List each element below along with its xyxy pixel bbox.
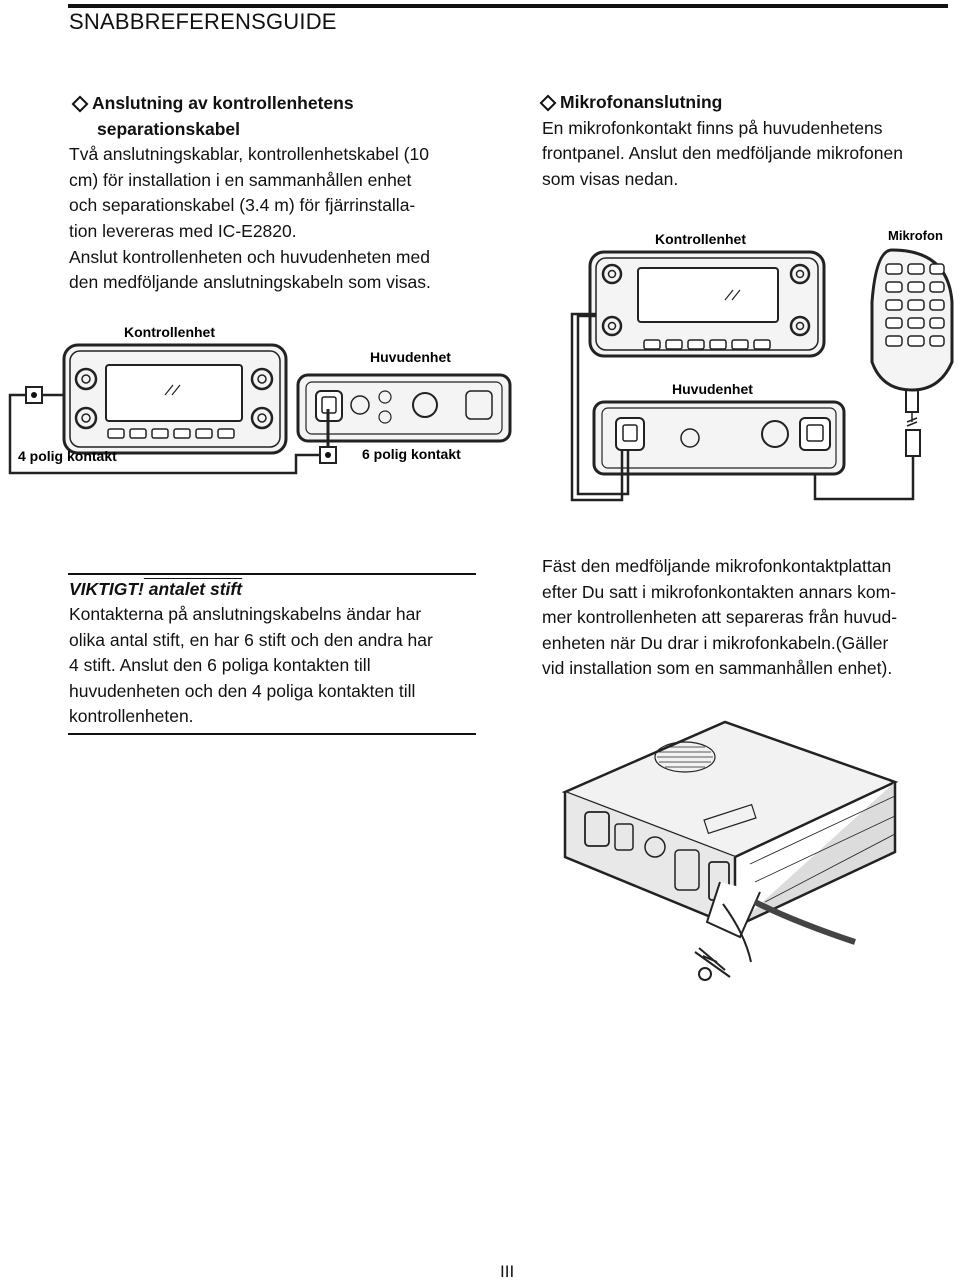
page-number: III bbox=[500, 1262, 515, 1281]
microphone-connection-diagram: Kontrollenhet Mikrofon Huvudenhet bbox=[570, 228, 954, 502]
left-line: Två anslutningskablar, kontrollenhetskab… bbox=[69, 144, 429, 165]
important-title: VIKTIGT! antalet stift bbox=[69, 577, 433, 602]
control-unit-illustration bbox=[62, 343, 288, 455]
left-heading-line2: separationskabel bbox=[97, 118, 240, 139]
page-title: SNABBREFERENSGUIDE bbox=[69, 9, 337, 34]
six-pin-label: 6 polig kontakt bbox=[362, 446, 461, 462]
important-title-rest: antalet stift bbox=[143, 579, 243, 599]
left-heading: Anslutning av kontrollenhetens bbox=[69, 91, 431, 117]
main-unit-illustration bbox=[592, 400, 846, 476]
important-title-bold: VIKTIGT! bbox=[69, 579, 144, 599]
control-unit-illustration bbox=[588, 250, 826, 358]
right-section: Mikrofonanslutning En mikrofonkontakt fi… bbox=[537, 90, 903, 192]
connector-dot-icon bbox=[325, 452, 331, 458]
left-heading-line1: Anslutning av kontrollenhetens bbox=[92, 93, 354, 113]
plate-line: vid installation som en sammanhållen enh… bbox=[542, 658, 893, 679]
connector-dot-icon bbox=[31, 392, 37, 398]
left-line: tion levereras med IC-E2820. bbox=[69, 220, 297, 241]
important-top-rule bbox=[68, 573, 476, 575]
microphone-illustration bbox=[813, 248, 954, 501]
plate-line: mer kontrollenheten att separeras från h… bbox=[542, 607, 898, 628]
right-line: En mikrofonkontakt finns på huvudenheten… bbox=[542, 117, 883, 138]
left-line: och separationskabel (3.4 m) för fjärrin… bbox=[69, 195, 416, 216]
diamond-bullet-icon bbox=[539, 94, 557, 112]
main-unit-label: Huvudenhet bbox=[672, 381, 753, 397]
left-section: Anslutning av kontrollenhetens separatio… bbox=[69, 91, 431, 296]
right-line: frontpanel. Anslut den medföljande mikro… bbox=[542, 143, 903, 164]
important-line: kontrollenheten. bbox=[69, 706, 194, 727]
plate-note: Fäst den medföljande mikrofonkontaktplat… bbox=[542, 554, 897, 682]
four-pin-label: 4 polig kontakt bbox=[18, 448, 117, 464]
important-note: VIKTIGT! antalet stift Kontakterna på an… bbox=[69, 577, 433, 729]
plate-line: enheten när Du drar i mikrofonkabeln.(Gä… bbox=[542, 632, 889, 653]
plate-line: efter Du satt i mikrofonkontakten annars… bbox=[542, 581, 897, 602]
microphone-label: Mikrofon bbox=[888, 228, 943, 243]
right-heading: Mikrofonanslutning bbox=[537, 90, 903, 116]
important-line: Kontakterna på anslutningskabelns ändar … bbox=[69, 604, 422, 625]
left-line: Anslut kontrollenheten och huvudenheten … bbox=[69, 246, 430, 267]
plate-line: Fäst den medföljande mikrofonkontaktplat… bbox=[542, 556, 892, 576]
important-line: olika antal stift, en har 6 stift och de… bbox=[69, 629, 433, 650]
cable-connection-diagram: Kontrollenhet Huvudenhet 4 polig k bbox=[8, 324, 512, 475]
diamond-bullet-icon bbox=[71, 95, 89, 113]
control-unit-label: Kontrollenhet bbox=[655, 231, 746, 247]
controller-cable bbox=[570, 312, 630, 502]
important-line: 4 stift. Anslut den 6 poliga kontakten t… bbox=[69, 655, 371, 676]
right-line: som visas nedan. bbox=[542, 168, 679, 189]
right-heading-text: Mikrofonanslutning bbox=[560, 92, 723, 112]
radio-plate-illustration bbox=[561, 720, 899, 981]
important-bottom-rule bbox=[68, 733, 476, 735]
important-line: huvudenheten och den 4 poliga kontakten … bbox=[69, 680, 416, 701]
control-unit-label: Kontrollenhet bbox=[124, 324, 215, 340]
main-unit-label: Huvudenhet bbox=[370, 349, 451, 365]
left-line: den medföljande anslutningskabeln som vi… bbox=[69, 272, 431, 293]
main-unit-illustration bbox=[296, 373, 512, 443]
header-rule bbox=[68, 4, 948, 8]
left-line: cm) för installation i en sammanhållen e… bbox=[69, 169, 412, 190]
